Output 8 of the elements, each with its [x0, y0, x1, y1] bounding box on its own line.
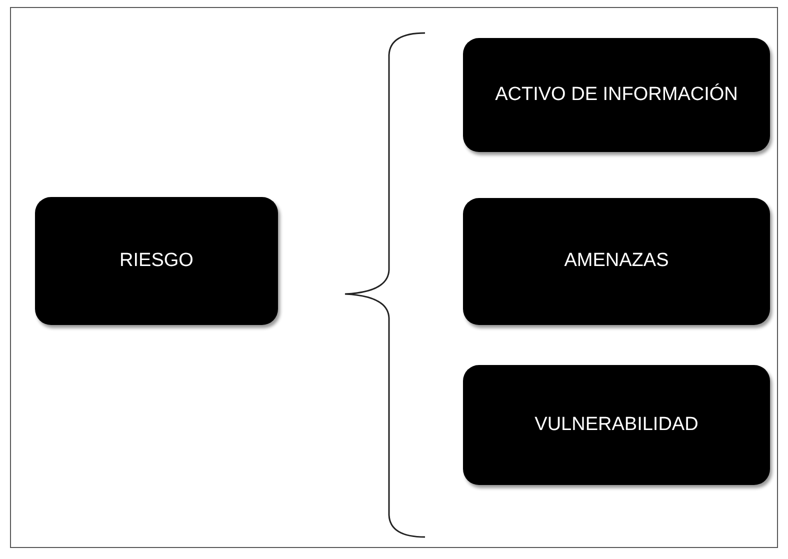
process-box — [35, 197, 278, 325]
node-label: VULNERABILIDAD — [534, 412, 700, 437]
node-label: RIESGO — [118, 248, 194, 273]
process-box — [463, 38, 770, 152]
process-box — [463, 365, 770, 485]
process-box — [463, 198, 770, 325]
node-label: AMENAZAS — [563, 249, 670, 274]
node-label: ACTIVO DE INFORMACIÓN — [494, 82, 739, 107]
